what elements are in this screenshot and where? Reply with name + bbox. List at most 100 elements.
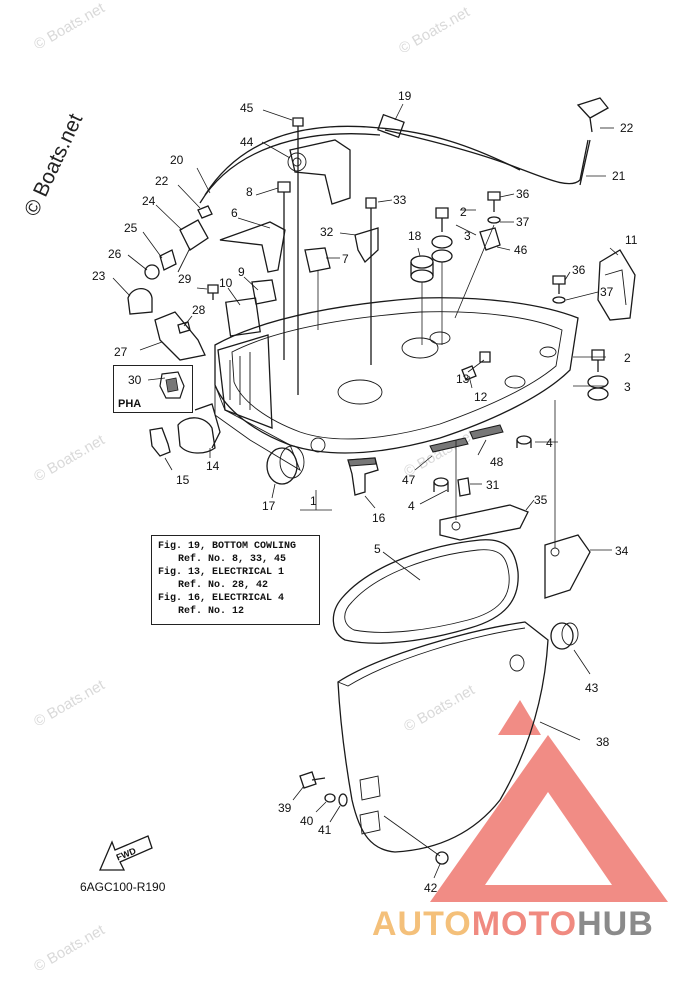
reference-line: Fig. 16, ELECTRICAL 4 xyxy=(158,593,285,604)
callout-label: 33 xyxy=(393,193,407,207)
callout-label: 37 xyxy=(600,285,614,299)
reference-box: Fig. 19, BOTTOM COWLING Ref. No. 8, 33, … xyxy=(151,535,320,625)
reference-line: Fig. 13, ELECTRICAL 1 xyxy=(158,567,285,578)
washer-41 xyxy=(338,793,348,807)
damper-3 xyxy=(431,235,453,249)
screw-13 xyxy=(479,351,491,363)
collar-4-right-body xyxy=(516,440,532,448)
fwd-arrow: FWD xyxy=(99,835,153,871)
callouts: 1 2 2 3 3 4 4 5 6 7 8 9 10 11 12 13 14 1… xyxy=(92,89,638,895)
grommet-15 xyxy=(149,427,171,457)
tray-opening xyxy=(504,375,526,389)
callout-label: 48 xyxy=(490,455,504,469)
callout-label: 8 xyxy=(246,185,253,199)
callout-label: 27 xyxy=(114,345,128,359)
bracket-6 xyxy=(219,221,286,273)
bolt-36-right xyxy=(552,275,566,294)
grommet xyxy=(287,152,307,172)
tray-opening xyxy=(539,346,557,358)
tray-opening xyxy=(429,331,451,345)
bolt-33 xyxy=(365,197,377,365)
callout-label: 9 xyxy=(238,265,245,279)
callout-label: 17 xyxy=(262,499,276,513)
collar-4-right xyxy=(516,435,532,445)
reference-line: Ref. No. 28, 42 xyxy=(178,580,269,591)
grommet-17-ridge xyxy=(279,445,305,479)
cowling-38-hole xyxy=(509,654,525,672)
callout-label: 30 xyxy=(128,373,142,387)
bolt-45 xyxy=(292,117,304,395)
bolt-8 xyxy=(277,181,291,360)
seal-14-flange xyxy=(194,403,221,449)
bottom-cowling-38 xyxy=(337,621,549,853)
callout-label: 44 xyxy=(240,135,254,149)
seal-5-inner xyxy=(344,549,510,633)
left-frame xyxy=(217,334,273,429)
callout-label: 40 xyxy=(300,814,314,828)
pha-label: PHA xyxy=(118,398,142,410)
brand-wordmark: AUTOMOTOHUB xyxy=(372,905,654,944)
bracket-35-hole xyxy=(451,521,461,531)
callout-label: 15 xyxy=(176,473,190,487)
clip-46 xyxy=(479,227,501,251)
tray-hole xyxy=(310,437,326,453)
block-10 xyxy=(225,297,261,337)
screw-12 xyxy=(461,365,477,381)
t-joint xyxy=(576,97,609,133)
bushing-26 xyxy=(144,264,160,280)
bar-48 xyxy=(469,424,504,440)
damper-3-right-base xyxy=(587,387,609,401)
washer-37-right xyxy=(552,296,566,304)
bar-47 xyxy=(429,437,469,453)
bracket-11 xyxy=(597,249,636,321)
callout-label: 16 xyxy=(372,511,386,525)
bracket-34 xyxy=(544,534,591,599)
screw-39 xyxy=(299,771,326,789)
cable-clamp xyxy=(377,113,405,139)
clamp-32 xyxy=(354,227,379,264)
callout-label: 7 xyxy=(342,252,349,266)
callout-label: 34 xyxy=(615,544,629,558)
callout-label: 37 xyxy=(516,215,530,229)
callout-label: 11 xyxy=(625,233,638,247)
bolt-2 xyxy=(435,207,449,232)
tray-opening xyxy=(401,337,439,359)
reference-line: Fig. 19, BOTTOM COWLING xyxy=(158,541,297,552)
bracket-16-hatch xyxy=(347,457,377,467)
callout-label: 1 xyxy=(310,494,317,508)
pha-detail-drawing xyxy=(159,371,185,399)
shift-cable xyxy=(204,125,521,196)
collar-4-body xyxy=(433,482,449,492)
reference-line: Ref. No. 12 xyxy=(178,606,245,617)
callout-label: 29 xyxy=(178,272,192,286)
nut-42 xyxy=(435,851,449,865)
callout-label: 2 xyxy=(624,351,631,365)
callout-label: 22 xyxy=(620,121,634,135)
bolt-2-right xyxy=(591,349,605,372)
callout-label: 32 xyxy=(320,225,334,239)
washer-37 xyxy=(487,216,501,224)
bracket-35 xyxy=(439,504,529,541)
throttle-cable xyxy=(384,129,589,185)
screw-28 xyxy=(177,321,191,334)
leader-line xyxy=(383,815,441,857)
callout-label: 18 xyxy=(408,229,422,243)
bracket-11-detail xyxy=(604,269,627,306)
tray-inner-rim xyxy=(231,311,563,440)
grommet-17 xyxy=(266,447,298,485)
gear-24-shaft xyxy=(177,247,191,273)
clip-9 xyxy=(251,279,277,305)
seal-14 xyxy=(177,417,216,454)
cowling-38-latch xyxy=(359,775,381,835)
grommet-18 xyxy=(410,255,434,269)
clip-31 xyxy=(457,477,471,497)
cable-end xyxy=(579,139,591,186)
leader-lines xyxy=(112,103,619,879)
bracket-27 xyxy=(154,311,206,361)
callout-label: 36 xyxy=(572,263,586,277)
grommet-43-ridge xyxy=(561,622,579,646)
holder-22-left xyxy=(197,205,213,219)
callout-label: 19 xyxy=(398,89,412,103)
callout-label: 31 xyxy=(486,478,500,492)
